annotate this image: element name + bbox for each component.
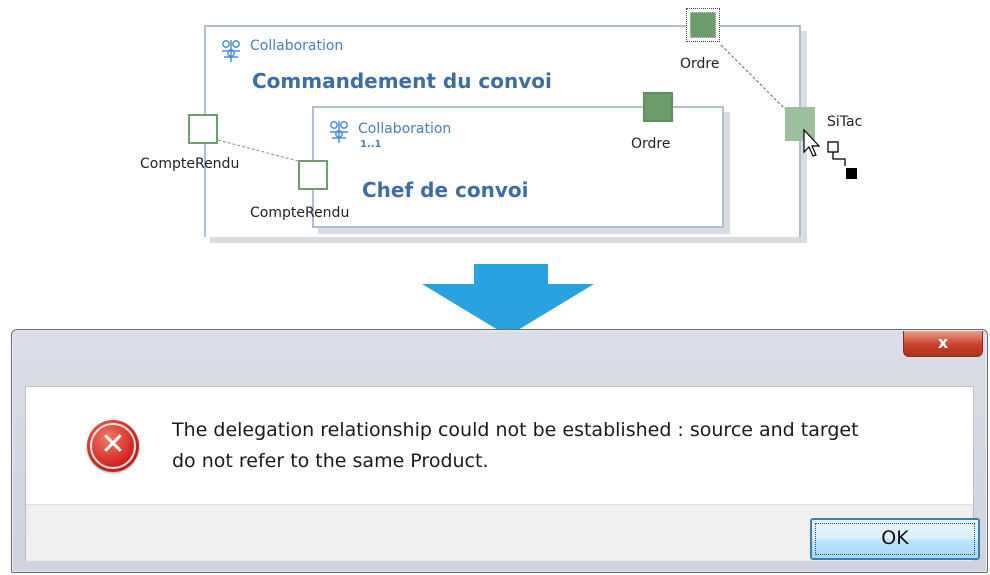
error-icon: ✕	[87, 420, 139, 472]
message-area: ✕ The delegation relationship could not …	[26, 387, 973, 504]
arrow-head	[422, 284, 594, 336]
port-sitac[interactable]	[785, 107, 815, 141]
collaboration-multiplicity: 1..1	[360, 139, 382, 150]
collaboration-stereotype: Collaboration	[250, 38, 344, 54]
port-compterendu-outer[interactable]	[188, 114, 218, 144]
arrow-shaft	[474, 264, 548, 284]
port-label-sitac: SiTac	[827, 114, 863, 130]
collaboration-icon	[222, 40, 240, 62]
ok-button[interactable]: OK	[810, 518, 980, 560]
dialog-titlebar[interactable]: x	[12, 330, 987, 385]
port-label-ordre-inner: Ordre	[631, 136, 671, 152]
error-dialog: x ✕ The delegation relationship could no…	[11, 329, 988, 573]
error-message-line-2: do not refer to the same Product.	[172, 450, 489, 472]
dialog-content: ✕ The delegation relationship could not …	[25, 386, 980, 561]
error-x-glyph: ✕	[100, 427, 126, 462]
error-message: The delegation relationship could not be…	[172, 415, 952, 477]
port-label-compterendu-outer: CompteRendu	[140, 156, 240, 172]
error-message-line-1: The delegation relationship could not be…	[172, 419, 859, 441]
collaboration-stereotype: Collaboration	[358, 121, 452, 137]
port-ordre-outer-selected[interactable]	[686, 8, 720, 42]
close-icon: x	[937, 333, 949, 352]
collaboration-title: Commandement du convoi	[252, 69, 552, 93]
ordre-sitac-connector[interactable]	[720, 44, 801, 125]
collaboration-icon	[330, 121, 348, 143]
port-ordre-inner[interactable]	[643, 92, 673, 122]
port-compterendu-inner[interactable]	[298, 160, 328, 190]
button-area: OK	[26, 504, 980, 561]
collaboration-chef-de-convoi[interactable]: Collaboration 1..1 Chef de convoi	[312, 106, 724, 228]
collaboration-title: Chef de convoi	[362, 178, 529, 202]
link-cursor-icon	[803, 128, 857, 179]
port-label-ordre-outer: Ordre	[680, 56, 720, 72]
port-label-compterendu-inner: CompteRendu	[250, 205, 350, 221]
close-button[interactable]: x	[903, 331, 983, 357]
compte-rendu-connector[interactable]	[217, 139, 299, 162]
delegation-connectors	[217, 44, 801, 162]
